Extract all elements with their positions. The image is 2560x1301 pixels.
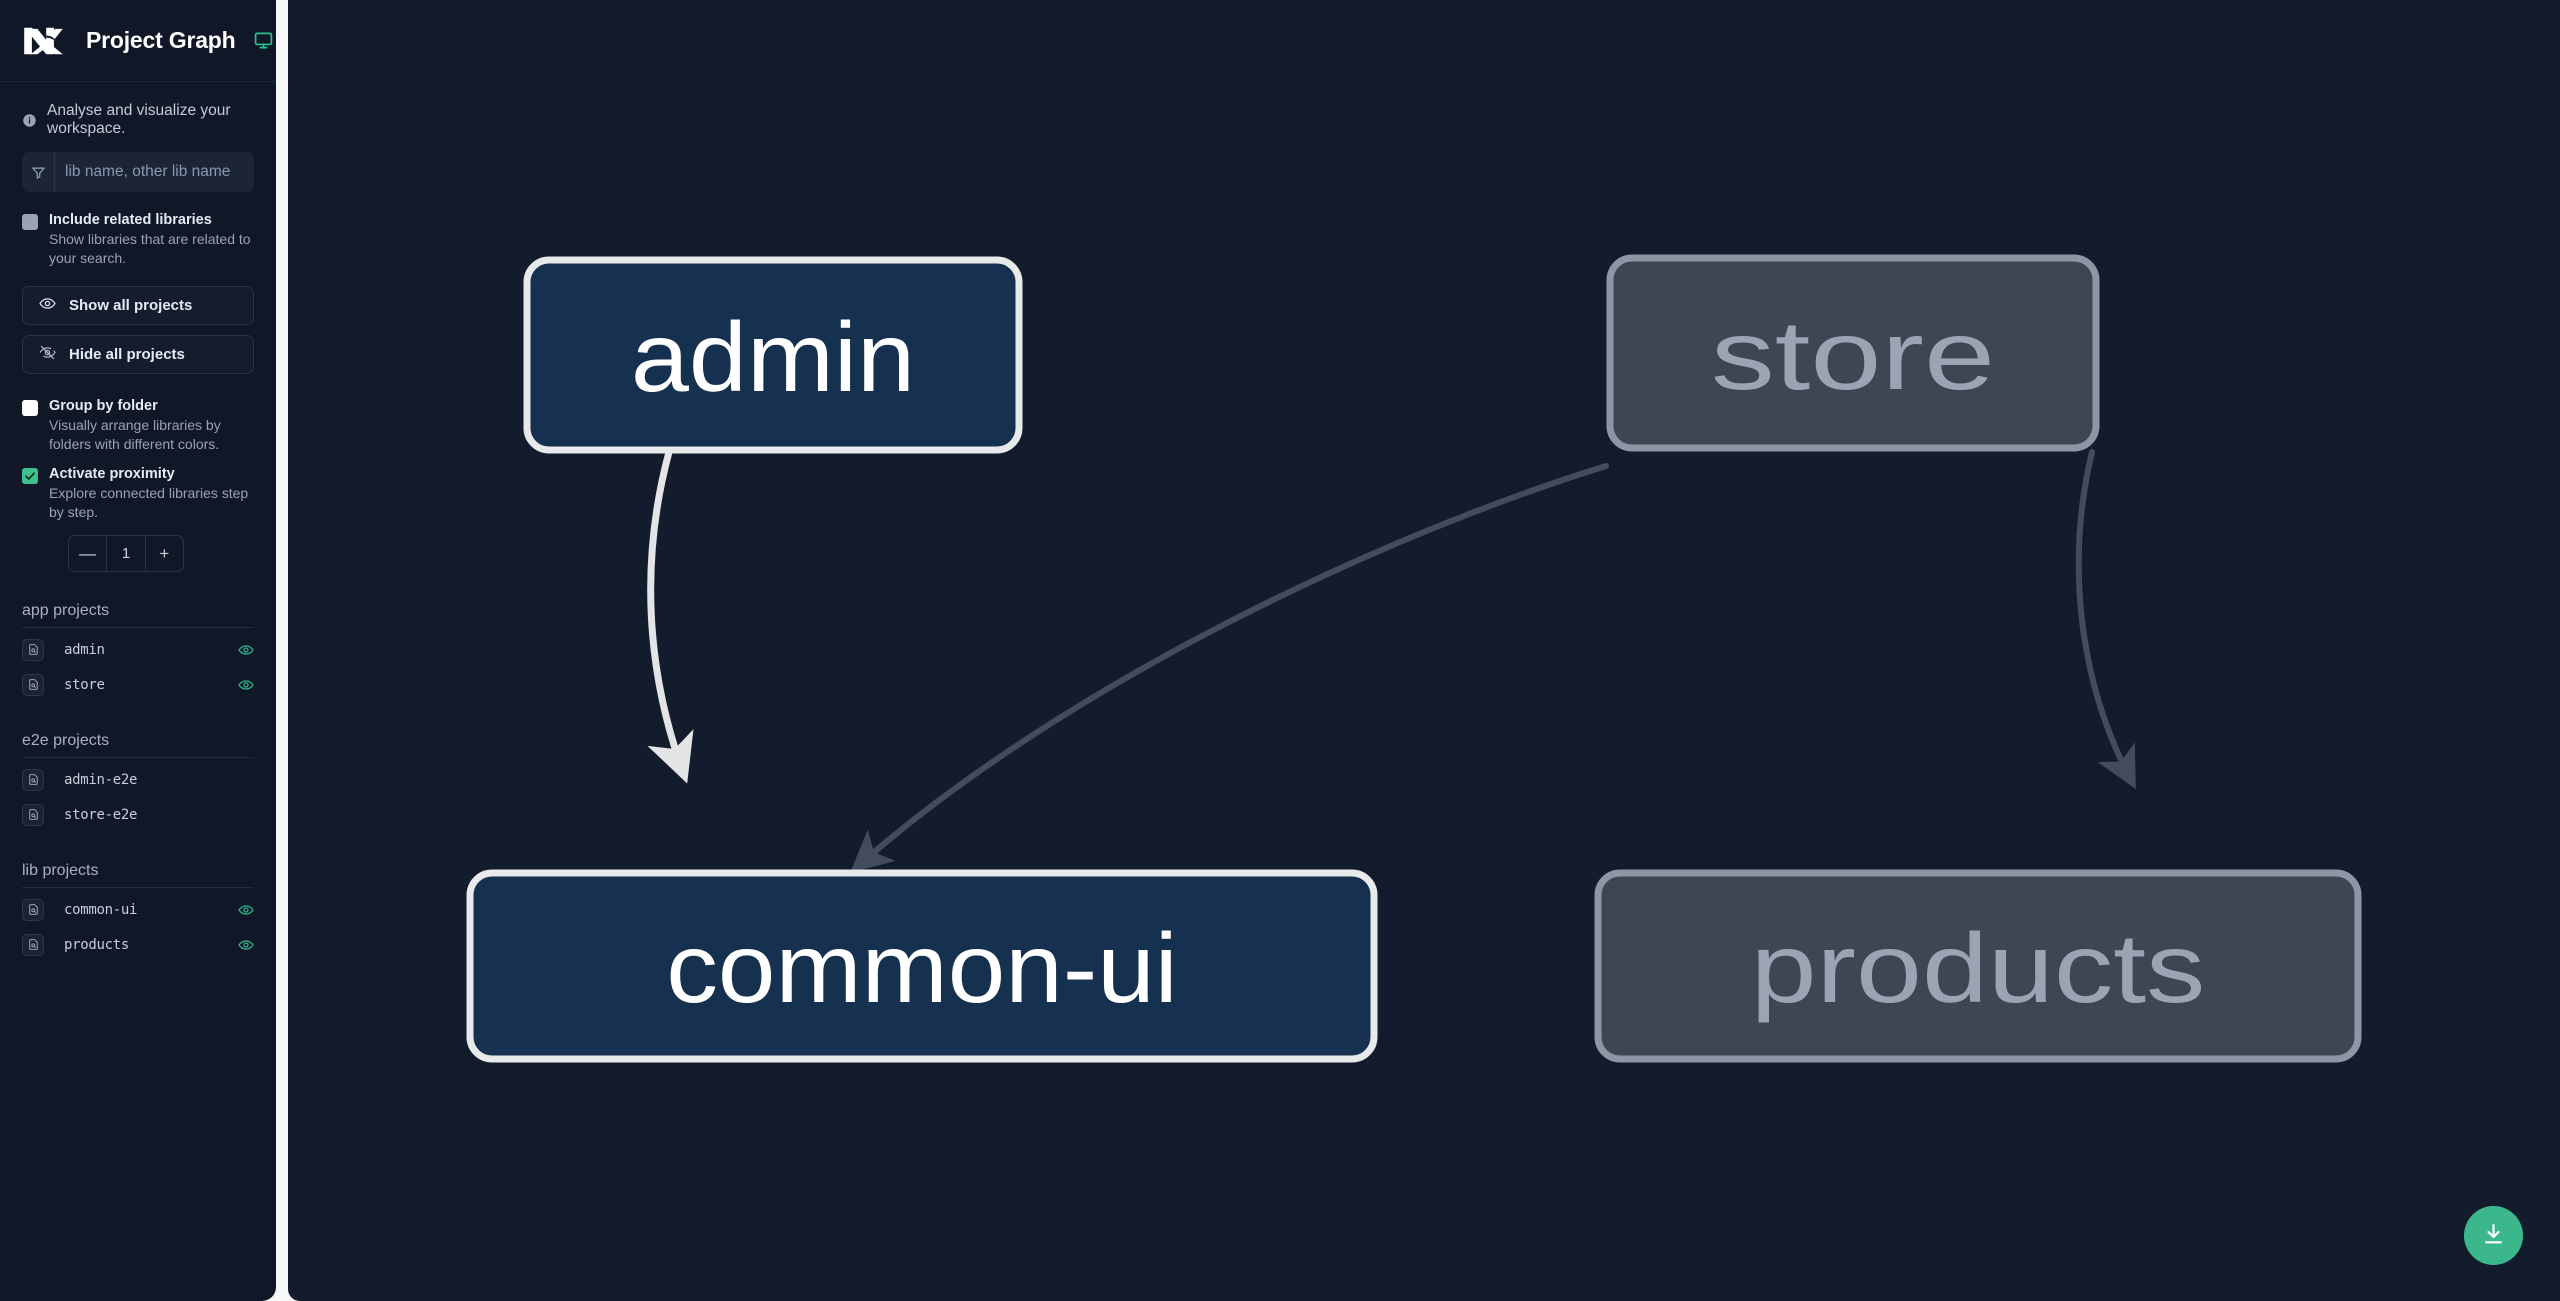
proximity-decrement-button[interactable]: —	[79, 543, 97, 563]
project-groups: app projects admin store e2e projects admin-…	[22, 602, 254, 962]
option-label: Group by folder	[49, 398, 158, 414]
checkbox-group-by-folder[interactable]	[22, 400, 38, 416]
graph-node-box[interactable]	[523, 256, 1023, 454]
project-name: store	[64, 676, 105, 693]
proximity-increment-button[interactable]: +	[159, 543, 170, 563]
graph-node-label: store	[1711, 300, 1995, 410]
option-include-related-libraries[interactable]: Include related libraries Show libraries…	[22, 204, 254, 268]
download-icon	[2481, 1222, 2506, 1250]
sidebar-resizer[interactable]	[276, 0, 288, 1301]
graph-node-store[interactable]: store	[1606, 254, 2100, 452]
eye-off-icon	[39, 344, 56, 365]
graph-node-label: common-ui	[666, 913, 1178, 1023]
project-visibility-toggle[interactable]	[238, 772, 254, 788]
graph-nodes: admin store common-ui products	[466, 254, 2362, 1063]
sidebar: Project Graph Analyse and visualize your…	[0, 0, 276, 1301]
option-description: Visually arrange libraries by folders wi…	[49, 417, 221, 452]
graph-node-box[interactable]	[1594, 869, 2362, 1063]
project-visibility-toggle[interactable]	[238, 807, 254, 823]
project-name: products	[64, 936, 130, 953]
option-activate-proximity[interactable]: Activate proximity Explore connected lib…	[22, 458, 254, 522]
tagline-text: Analyse and visualize your workspace.	[47, 102, 231, 137]
project-name: common-ui	[64, 901, 138, 918]
graph-node-box[interactable]	[1606, 254, 2100, 452]
project-group-title: lib projects	[22, 862, 254, 888]
hide-all-projects-button[interactable]: Hide all projects	[22, 335, 254, 374]
filter-icon	[22, 152, 55, 192]
search-field[interactable]	[22, 152, 275, 192]
proximity-stepper[interactable]: — 1 +	[68, 535, 184, 572]
graph-canvas[interactable]: admin store common-ui products	[288, 0, 2560, 1301]
project-name: admin-e2e	[64, 771, 138, 788]
option-label: Include related libraries	[49, 212, 212, 228]
show-all-projects-label: Show all projects	[69, 297, 193, 314]
project-group: e2e projects admin-e2e store-e2e	[22, 732, 254, 832]
eye-icon	[39, 295, 56, 316]
project-name: store-e2e	[64, 806, 138, 823]
graph-node-products[interactable]: products	[1594, 869, 2362, 1063]
option-label: Activate proximity	[49, 466, 175, 482]
show-all-projects-button[interactable]: Show all projects	[22, 286, 254, 325]
project-file-icon	[22, 638, 44, 661]
edge-admin-to-common-ui[interactable]	[647, 448, 694, 784]
graph-node-common-ui[interactable]: common-ui	[466, 869, 1378, 1063]
project-list-item[interactable]: store-e2e	[22, 797, 254, 832]
search-input[interactable]	[55, 152, 275, 192]
project-list-item[interactable]: admin	[22, 632, 254, 667]
project-name: admin	[64, 641, 105, 658]
project-list-item[interactable]: admin-e2e	[22, 762, 254, 797]
monitor-icon[interactable]	[254, 31, 273, 50]
graph-node-label: admin	[631, 302, 915, 412]
graph-node-admin[interactable]: admin	[523, 256, 1023, 454]
hide-all-projects-label: Hide all projects	[69, 346, 185, 363]
page-title: Project Graph	[86, 27, 236, 53]
info-icon	[22, 113, 37, 128]
project-visibility-toggle[interactable]	[238, 642, 254, 658]
project-visibility-toggle[interactable]	[238, 902, 254, 918]
project-file-icon	[22, 803, 44, 826]
project-visibility-toggle[interactable]	[238, 677, 254, 693]
project-group-title: e2e projects	[22, 732, 254, 758]
checkbox-activate-proximity[interactable]	[22, 468, 38, 484]
edge-store-to-common-ui[interactable]	[850, 463, 1609, 873]
proximity-value: 1	[106, 536, 146, 571]
graph-edges	[647, 448, 2136, 873]
sidebar-header: Project Graph	[0, 0, 276, 82]
sidebar-scroll-area[interactable]: Include related libraries Show libraries…	[0, 152, 276, 1301]
project-file-icon	[22, 673, 44, 696]
project-file-icon	[22, 768, 44, 791]
project-visibility-toggle[interactable]	[238, 937, 254, 953]
checkbox-include-related-libraries[interactable]	[22, 214, 38, 230]
nx-logo	[22, 24, 66, 58]
edge-store-to-products[interactable]	[2075, 449, 2136, 790]
download-image-button[interactable]	[2464, 1206, 2523, 1265]
option-description: Show libraries that are related to your …	[49, 231, 251, 266]
graph-node-label: products	[1751, 913, 2206, 1023]
option-group-by-folder[interactable]: Group by folder Visually arrange librari…	[22, 390, 254, 454]
tagline: Analyse and visualize your workspace.	[0, 82, 276, 152]
graph-node-box[interactable]	[466, 869, 1378, 1063]
project-list-item[interactable]: common-ui	[22, 892, 254, 927]
project-group: app projects admin store	[22, 602, 254, 702]
project-file-icon	[22, 933, 44, 956]
project-group: lib projects common-ui products	[22, 862, 254, 962]
project-group-title: app projects	[22, 602, 254, 628]
graph-svg: admin store common-ui products	[466, 254, 2362, 1063]
option-description: Explore connected libraries step by step…	[49, 485, 249, 520]
project-list-item[interactable]: store	[22, 667, 254, 702]
project-file-icon	[22, 898, 44, 921]
project-list-item[interactable]: products	[22, 927, 254, 962]
